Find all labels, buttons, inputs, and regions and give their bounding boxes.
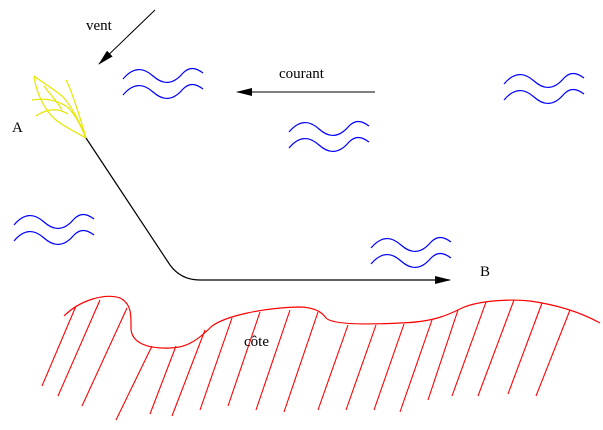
wave-icon [503, 72, 585, 104]
route-path [85, 137, 451, 284]
wind-label: vent [86, 18, 113, 34]
coastline [63, 295, 601, 349]
point-a-label: A [12, 120, 23, 136]
coast-label: côte [244, 334, 269, 350]
wave-icon [370, 236, 452, 268]
sailboat-icon [31, 75, 87, 139]
coast-hatching [41, 299, 571, 421]
wind-arrow [98, 9, 156, 65]
wave-icon [13, 213, 95, 245]
wave-icon [122, 67, 204, 99]
point-b-label: B [480, 264, 490, 280]
wave-icon [288, 120, 370, 152]
current-label: courant [279, 66, 325, 82]
